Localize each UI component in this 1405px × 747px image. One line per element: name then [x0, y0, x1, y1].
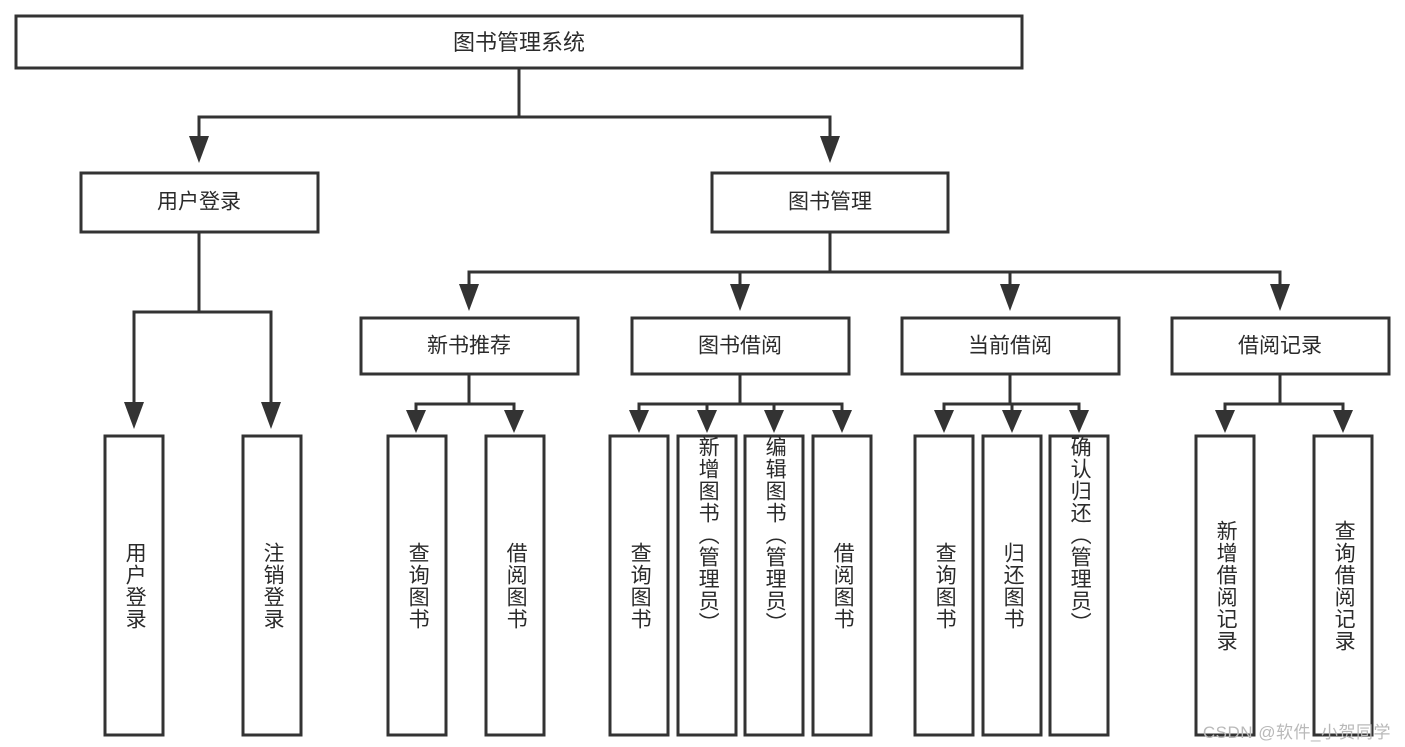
arrow-to-book-manage: [820, 136, 840, 163]
arrow-leaf-nb-borrow: [504, 410, 524, 433]
node-user-login-box[interactable]: [79, 171, 320, 234]
arrow-to-new-book: [459, 284, 479, 311]
node-book-manage-box[interactable]: [710, 171, 950, 234]
node-borrow-record-label: 借阅记录: [1238, 335, 1322, 358]
leaf-box-br-query-record[interactable]: [1312, 434, 1374, 737]
leaf-box-cb-query-book[interactable]: [913, 434, 975, 737]
node-book-borrow-label: 图书借阅: [698, 335, 782, 358]
arrow-leaf-bb-borrow: [832, 410, 852, 433]
node-book-manage-label: 图书管理: [788, 191, 872, 214]
arrow-to-book-borrow: [730, 284, 750, 311]
leaf-box-user-login[interactable]: [103, 434, 165, 737]
arrow-to-borrow-record: [1270, 284, 1290, 311]
node-user-login-label: 用户登录: [157, 191, 241, 214]
watermark: CSDN @软件_小贺同学: [1202, 723, 1391, 742]
arrow-leaf-br-query: [1333, 410, 1353, 433]
node-new-book-box[interactable]: [359, 316, 580, 376]
node-current-borrow-box[interactable]: [900, 316, 1121, 376]
leaf-box-cb-return-book[interactable]: [981, 434, 1043, 737]
arrow-leaf-bb-edit: [764, 410, 784, 433]
leaf-box-bb-query-book[interactable]: [608, 434, 670, 737]
arrow-to-user-login: [189, 136, 209, 163]
node-new-book-label: 新书推荐: [427, 335, 511, 358]
node-current-borrow-label: 当前借阅: [968, 335, 1052, 358]
arrow-leaf-logout: [261, 402, 281, 429]
arrow-leaf-bb-add: [697, 410, 717, 433]
arrow-leaf-user-login: [124, 402, 144, 429]
node-borrow-record-box[interactable]: [1170, 316, 1391, 376]
node-root-box[interactable]: [14, 14, 1024, 70]
arrow-to-current-borrow: [1000, 284, 1020, 311]
arrow-leaf-cb-confirm: [1069, 410, 1089, 433]
leaf-box-nb-borrow-book[interactable]: [484, 434, 546, 737]
leaf-box-br-add-record[interactable]: [1194, 434, 1256, 737]
leaf-box-bb-borrow-book[interactable]: [811, 434, 873, 737]
leaf-box-cb-confirm-return[interactable]: [1048, 434, 1110, 737]
arrow-leaf-br-add: [1215, 410, 1235, 433]
arrow-leaf-nb-query: [406, 410, 426, 433]
leaf-box-bb-add-book[interactable]: [676, 434, 738, 737]
arrow-leaf-bb-query: [629, 410, 649, 433]
leaf-box-logout[interactable]: [241, 434, 303, 737]
arrow-leaf-cb-return: [1002, 410, 1022, 433]
leaf-box-nb-query-book[interactable]: [386, 434, 448, 737]
node-root-label: 图书管理系统: [453, 30, 585, 55]
node-book-borrow-box[interactable]: [630, 316, 851, 376]
connector-layer: [124, 66, 1353, 433]
node-layer: 图书管理系统 用户登录 图书管理 新书推荐 图书借阅 当前借阅 借阅记录: [14, 14, 1391, 737]
arrow-leaf-cb-query: [934, 410, 954, 433]
leaf-box-bb-edit-book[interactable]: [743, 434, 805, 737]
